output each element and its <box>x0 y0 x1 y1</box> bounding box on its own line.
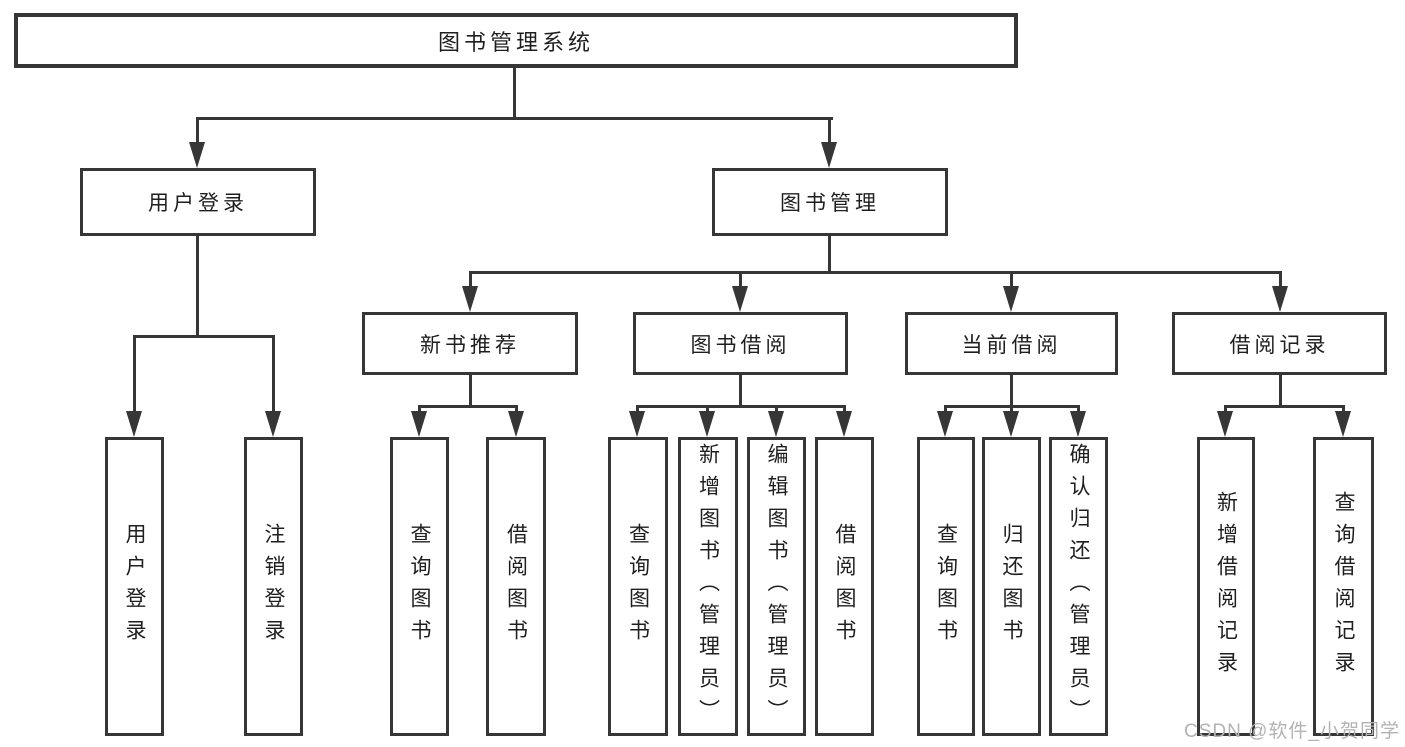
connector-line <box>513 68 516 118</box>
node-user-login: 用户登录 <box>80 168 316 236</box>
arrow-down-icon <box>1217 411 1233 437</box>
node-label: 新增图书（管理员） <box>696 442 720 731</box>
connector-line <box>636 405 845 408</box>
arrow-down-icon <box>768 411 784 437</box>
node-return-books: 归还图书 <box>982 437 1041 736</box>
connector-line <box>469 375 472 408</box>
arrow-down-icon <box>699 411 715 437</box>
connector-line <box>418 405 517 408</box>
connector-line <box>1010 375 1013 408</box>
node-query-books-recommend: 查询图书 <box>390 437 449 736</box>
arrow-down-icon <box>126 411 142 437</box>
node-edit-books-admin: 编辑图书（管理员） <box>747 437 806 736</box>
connector-line <box>196 236 199 338</box>
node-label: 确认归还（管理员） <box>1067 442 1090 731</box>
node-label: 查询图书 <box>408 522 431 651</box>
arrow-down-icon <box>1003 411 1019 437</box>
node-label: 图书管理系统 <box>437 29 594 55</box>
connector-line <box>196 117 199 158</box>
node-label: 当前借阅 <box>961 333 1062 357</box>
node-user-login-action: 用户登录 <box>105 437 164 736</box>
node-book-management: 图书管理 <box>712 168 948 236</box>
arrow-down-icon <box>411 411 427 437</box>
node-borrow-books-borrowing: 借阅图书 <box>815 437 874 736</box>
node-label: 借阅图书 <box>833 522 856 651</box>
connector-line <box>739 375 742 408</box>
node-query-books-current: 查询图书 <box>917 437 975 736</box>
csdn-watermark: CSDN @软件_小贺同学 <box>1184 721 1400 742</box>
node-label: 图书借阅 <box>690 333 791 357</box>
connector-line <box>828 236 831 274</box>
node-label: 图书管理 <box>780 192 880 215</box>
node-logout-action: 注销登录 <box>244 437 303 736</box>
arrow-down-icon <box>836 411 852 437</box>
arrow-down-icon <box>629 411 645 437</box>
arrow-down-icon <box>937 411 953 437</box>
node-label: 新增借阅记录 <box>1214 490 1238 683</box>
node-label: 用户登录 <box>123 522 146 651</box>
connector-line <box>133 335 275 338</box>
arrow-down-icon <box>1070 411 1086 437</box>
connector-line <box>469 271 1281 274</box>
node-label: 编辑图书（管理员） <box>765 442 788 731</box>
arrow-down-icon <box>732 286 748 312</box>
node-book-borrowing: 图书借阅 <box>633 312 848 375</box>
arrow-down-icon <box>821 142 837 168</box>
node-label: 查询图书 <box>934 522 958 651</box>
node-query-borrow-record: 查询借阅记录 <box>1313 437 1374 736</box>
node-add-borrow-record: 新增借阅记录 <box>1197 437 1255 736</box>
node-query-books-borrowing: 查询图书 <box>608 437 668 736</box>
node-add-books-admin: 新增图书（管理员） <box>678 437 738 736</box>
arrow-down-icon <box>1335 411 1351 437</box>
node-borrowing-records: 借阅记录 <box>1172 312 1387 375</box>
connector-line <box>272 335 275 427</box>
node-label: 用户登录 <box>148 192 248 215</box>
arrow-down-icon <box>1003 286 1019 312</box>
arrow-down-icon <box>462 286 478 312</box>
node-label: 借阅记录 <box>1229 333 1330 357</box>
node-label: 注销登录 <box>262 522 285 651</box>
node-library-management-system: 图书管理系统 <box>14 13 1018 68</box>
node-label: 查询图书 <box>626 522 650 651</box>
arrow-down-icon <box>1272 286 1288 312</box>
connector-line <box>944 405 1080 408</box>
node-label: 新书推荐 <box>420 333 520 357</box>
arrow-down-icon <box>265 411 281 437</box>
node-borrow-books-recommend: 借阅图书 <box>486 437 546 736</box>
arrow-down-icon <box>508 411 524 437</box>
node-label: 借阅图书 <box>504 522 528 651</box>
connector-line <box>133 335 136 427</box>
connector-line <box>1224 405 1344 408</box>
node-label: 归还图书 <box>1000 522 1023 651</box>
connector-line <box>1279 375 1282 408</box>
node-new-book-recommendation: 新书推荐 <box>362 312 578 375</box>
node-confirm-return-admin: 确认归还（管理员） <box>1049 437 1108 736</box>
connector-line <box>828 117 831 158</box>
node-label: 查询借阅记录 <box>1332 490 1355 683</box>
connector-line <box>197 117 833 120</box>
node-current-borrowing: 当前借阅 <box>905 312 1118 375</box>
arrow-down-icon <box>189 142 205 168</box>
